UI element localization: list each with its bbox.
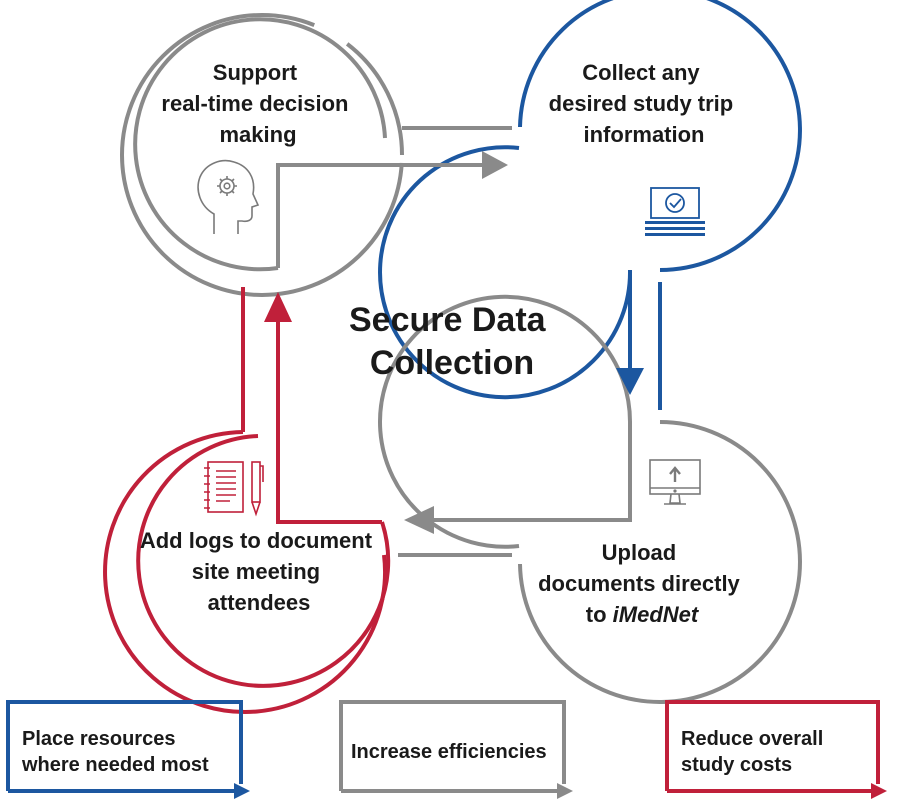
connector-to-support bbox=[241, 287, 382, 524]
benefit-box-place-resources: Place resources where needed most bbox=[6, 700, 250, 799]
benefit-label: Place resources where needed most bbox=[21, 728, 209, 776]
check-document-icon bbox=[645, 187, 705, 236]
connector-to-upload bbox=[616, 270, 662, 410]
outer-ring bbox=[518, 420, 802, 704]
node-add-logs: Add logs to document site meeting attend… bbox=[103, 430, 391, 714]
node-label: Collect any desired study trip informati… bbox=[549, 60, 740, 147]
outer-ring bbox=[518, 0, 802, 272]
monitor-upload-icon bbox=[649, 459, 701, 505]
node-support-decision: Support real-time decision making bbox=[120, 13, 404, 297]
notebook-pen-icon bbox=[204, 461, 264, 517]
head-gear-icon bbox=[197, 159, 260, 234]
outer-ring bbox=[120, 13, 404, 297]
connector-to-collect bbox=[276, 126, 512, 268]
benefit-box-increase-efficiencies: Increase efficiencies bbox=[339, 700, 573, 799]
benefit-label: Increase efficiencies bbox=[351, 741, 547, 763]
node-label: Support real-time decision making bbox=[161, 60, 354, 147]
inner-ring bbox=[136, 434, 391, 688]
node-label: Upload documents directly to iMedNet bbox=[538, 540, 746, 627]
benefit-box-reduce-costs: Reduce overall study costs bbox=[665, 700, 887, 799]
node-label: Add logs to document site meeting attend… bbox=[140, 528, 378, 615]
node-collect-info: Collect any desired study trip informati… bbox=[378, 0, 802, 400]
inner-ring bbox=[378, 145, 633, 400]
inner-ring bbox=[133, 17, 387, 272]
connector-to-add-logs bbox=[398, 422, 632, 557]
node-upload-documents: Upload documents directly to iMedNet bbox=[378, 294, 802, 704]
benefit-label: Reduce overall study costs bbox=[681, 728, 829, 776]
outer-ring bbox=[103, 430, 388, 714]
center-title: Secure Data Collection bbox=[349, 301, 555, 382]
